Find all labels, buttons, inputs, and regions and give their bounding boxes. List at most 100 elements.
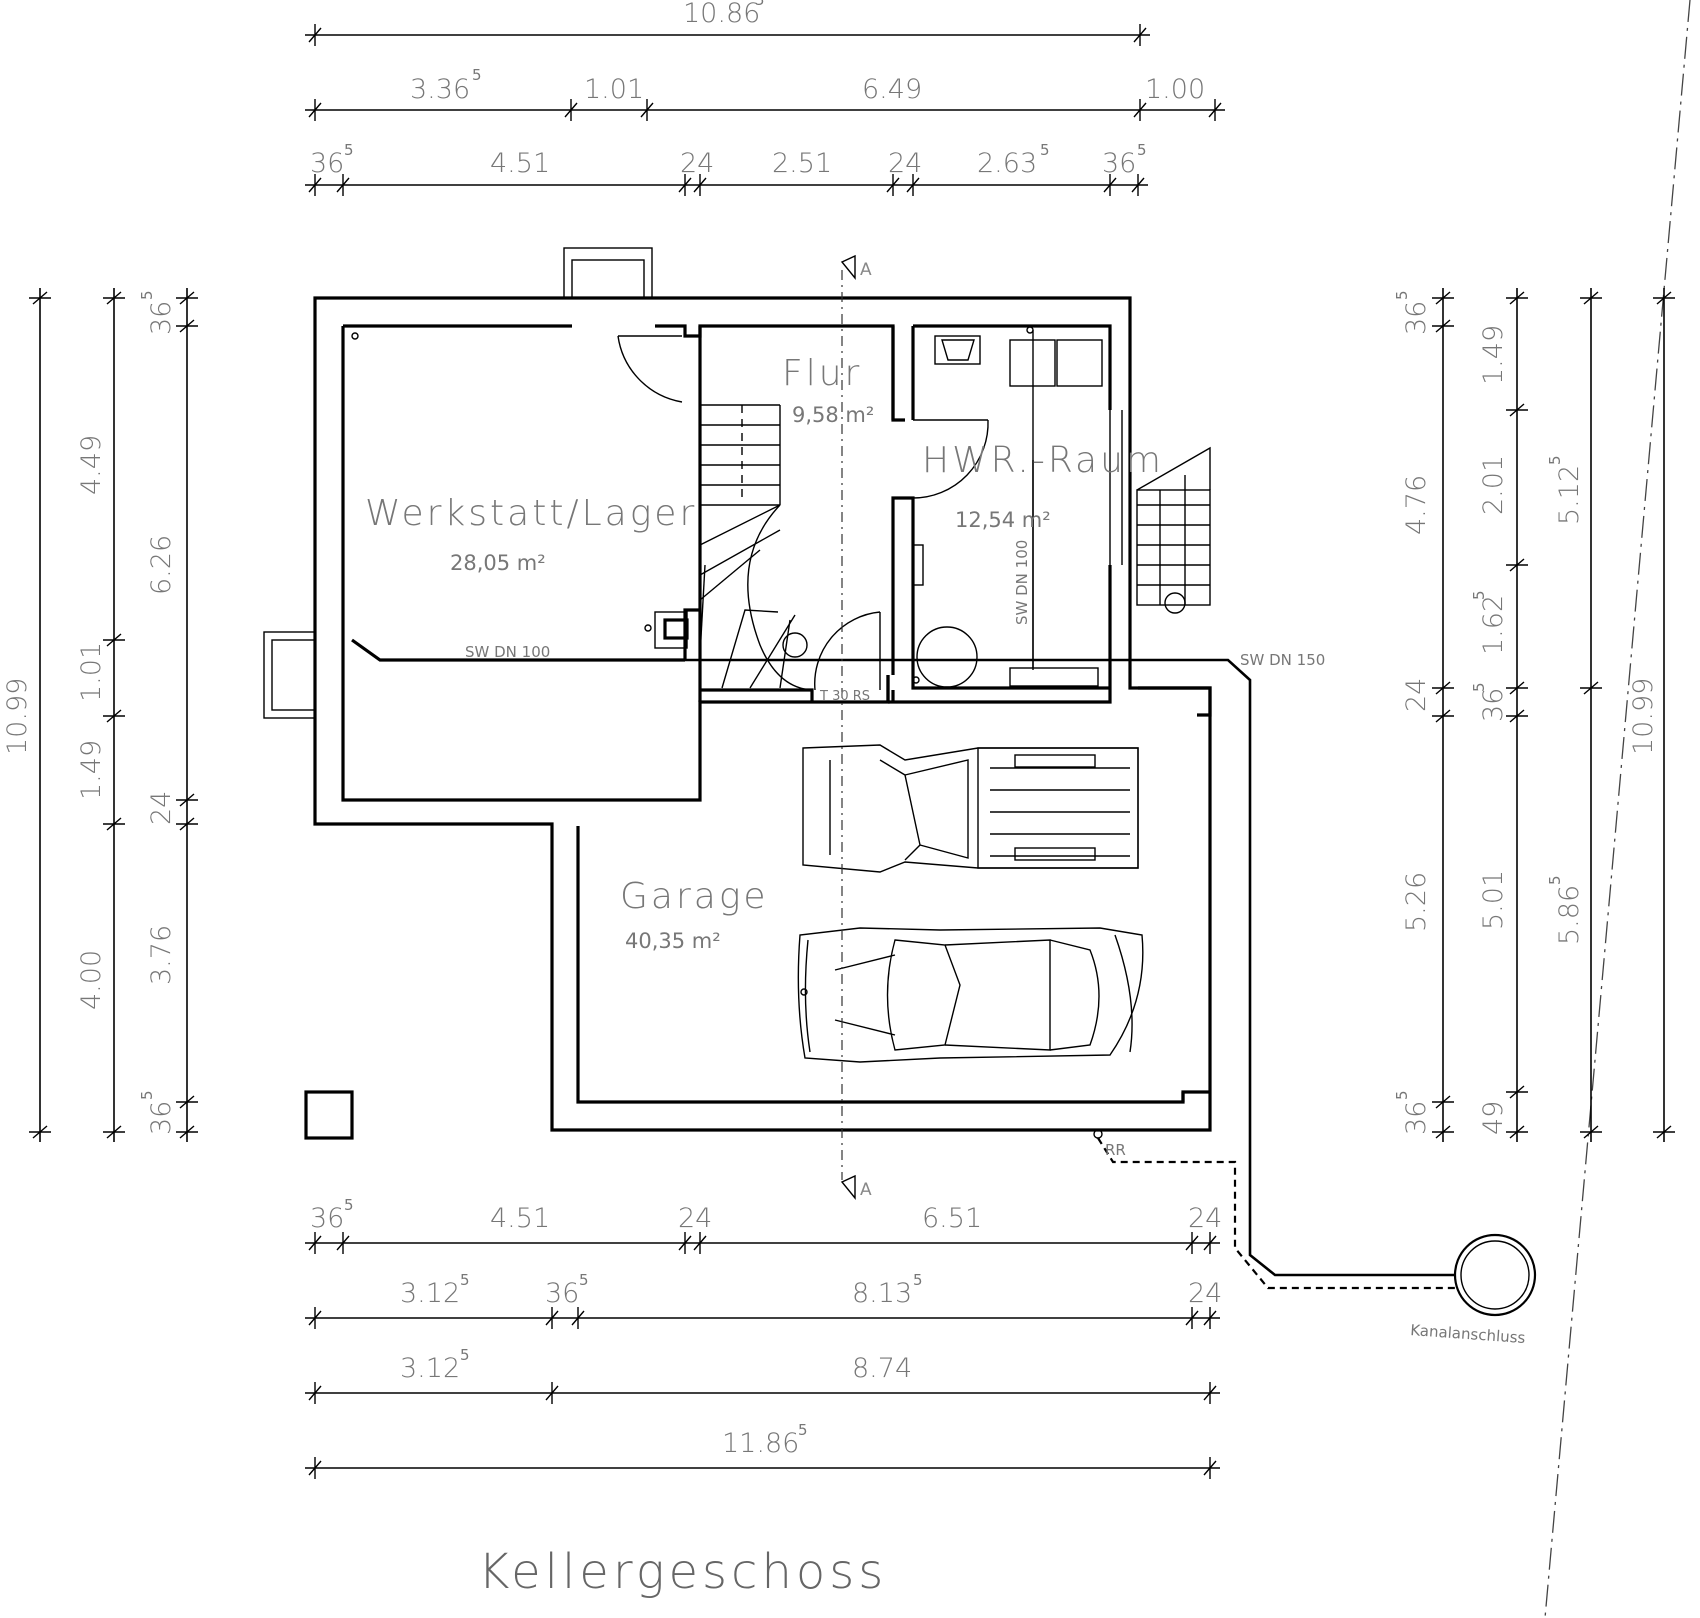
dimension-line <box>1509 681 1525 695</box>
dim-sup: 5 <box>1393 290 1411 300</box>
dim-left-col1: 10.99 <box>2 678 33 755</box>
dim-right-col3: 5.12 5 5.86 5 <box>1546 455 1585 945</box>
dim-label: 49 <box>1478 1101 1509 1135</box>
dim-sup: 5 <box>1546 875 1564 885</box>
dimension-line <box>545 1385 559 1401</box>
dimension-line <box>1435 319 1451 333</box>
dim-label: 4.00 <box>76 950 107 1010</box>
dimension-line <box>693 177 707 193</box>
dim-label: 1.49 <box>1478 325 1509 385</box>
dimension-line <box>106 709 122 723</box>
dimension-lines <box>29 24 1675 1479</box>
dim-label: 6.51 <box>922 1203 982 1234</box>
dim-label: 3.76 <box>146 925 177 985</box>
dimension-line <box>564 102 578 118</box>
dim-label: 1.62 <box>1478 595 1509 655</box>
property-boundary-line <box>1544 0 1691 1618</box>
dim-label: 2.63 <box>977 148 1037 179</box>
dim-label: 36 <box>310 148 344 179</box>
dim-label: 24 <box>680 148 714 179</box>
dimension-line <box>1656 291 1672 305</box>
dim-sup: 5 <box>344 1196 354 1214</box>
dim-sup: 5 <box>460 1346 470 1364</box>
room-name-werkstatt: Werkstatt/Lager <box>365 493 697 534</box>
dimension-line <box>1131 177 1145 193</box>
staircase <box>699 404 1211 691</box>
dim-label: 5.12 <box>1554 465 1585 525</box>
dim-label: 4.49 <box>76 435 107 495</box>
dim-label: 24 <box>1188 1203 1222 1234</box>
dim-label: 2.01 <box>1478 455 1509 515</box>
label-door-t30: T 30 RS <box>819 689 870 704</box>
dimension-line <box>906 177 920 193</box>
dim-sup: 5 <box>1546 455 1564 465</box>
dim-label: 6.49 <box>862 74 922 105</box>
dimension-line <box>1583 681 1599 695</box>
dim-sup: 5 <box>755 0 765 9</box>
dim-label: 3.12 <box>400 1278 460 1309</box>
dim-sup: 5 <box>460 1271 470 1289</box>
dim-sup: 5 <box>798 1421 808 1439</box>
dimension-line <box>1435 291 1451 305</box>
drawing-title: Kellergeschoss <box>478 1544 887 1600</box>
label-sw-dn100: SW DN 100 <box>465 643 550 661</box>
dimension-line <box>179 291 195 305</box>
dim-label: 4.76 <box>1401 475 1432 535</box>
dim-label: 10.99 <box>1628 678 1659 755</box>
section-label-bottom: A <box>860 1180 872 1200</box>
room-name-hwr: HWR.-Raum <box>922 440 1164 481</box>
dim-label: 8.13 <box>852 1278 912 1309</box>
dimension-line <box>1509 709 1525 723</box>
dim-sup: 5 <box>344 141 354 159</box>
dim-sup: 5 <box>1040 141 1050 159</box>
dimension-line <box>886 177 900 193</box>
dimension-line <box>1203 1235 1217 1251</box>
dimension-line <box>1435 1125 1451 1139</box>
dim-label: 5.86 <box>1554 885 1585 945</box>
dimension-line <box>179 1095 195 1109</box>
dimension-line <box>106 1125 122 1139</box>
dim-bottom-row1: 36 5 4.51 24 6.51 24 <box>310 1196 1222 1234</box>
room-name-garage: Garage <box>620 876 769 917</box>
dim-sup: 5 <box>1393 1090 1411 1100</box>
pickup-truck <box>802 744 1139 873</box>
dimension-line <box>693 1235 707 1251</box>
dim-label: 36 <box>545 1278 579 1309</box>
drain-pipes <box>380 460 1537 1317</box>
dimension-line <box>1203 1310 1217 1326</box>
dimension-line <box>179 793 195 807</box>
dim-label: 36 <box>1478 688 1509 722</box>
dim-bottom-row2: 3.12 5 36 5 8.13 5 24 <box>400 1271 1222 1309</box>
dim-sup: 5 <box>1470 682 1488 692</box>
dim-label: 4.51 <box>490 148 550 179</box>
label-rain-pipe: RR <box>1105 1141 1126 1159</box>
dim-right-col2: 1.49 2.01 1.62 5 36 5 5.01 49 <box>1470 325 1509 1135</box>
dim-top-row2: 3.36 5 1.01 6.49 1.00 <box>410 66 1205 105</box>
dimension-line <box>1208 102 1222 118</box>
dim-sup: 5 <box>472 66 482 84</box>
dimension-line <box>1435 1095 1451 1109</box>
room-area-werkstatt: 28,05 m² <box>450 551 546 575</box>
dim-label: 10.86 <box>683 0 760 29</box>
dimension-line <box>678 1235 692 1251</box>
dimension-line <box>1509 1085 1525 1099</box>
dimension-line <box>308 1460 322 1476</box>
dimension-line <box>336 177 350 193</box>
dimension-line <box>308 102 322 118</box>
dim-label: 2.51 <box>772 148 832 179</box>
dim-label: 36 <box>146 301 177 335</box>
dimension-line <box>1203 1460 1217 1476</box>
dimension-line <box>308 1385 322 1401</box>
dim-label: 1.00 <box>1145 74 1205 105</box>
dim-label: 24 <box>1188 1278 1222 1309</box>
dimension-line <box>1583 291 1599 305</box>
chimney <box>304 1090 354 1140</box>
dimension-line <box>571 1310 585 1326</box>
dim-label: 3.12 <box>400 1353 460 1384</box>
dimension-line <box>1509 403 1525 417</box>
dim-label: 36 <box>1102 148 1136 179</box>
dim-label: 36 <box>310 1203 344 1234</box>
dim-label: 24 <box>678 1203 712 1234</box>
dim-label: 24 <box>146 791 177 825</box>
